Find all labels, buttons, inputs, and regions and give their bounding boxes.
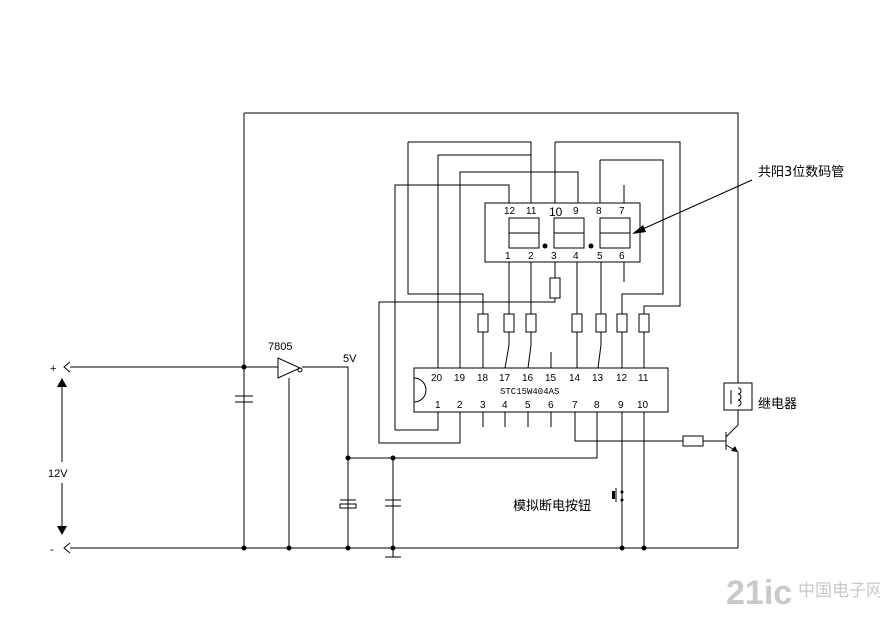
resistor — [595, 313, 607, 333]
resistor — [616, 313, 628, 333]
positive-terminal — [63, 361, 71, 373]
capacitor-output-electrolytic — [339, 499, 357, 509]
mcu-pins-bottom: 1 2 3 4 5 6 7 8 9 10 — [435, 400, 649, 411]
display-pin-4: 4 — [573, 251, 579, 262]
relay — [723, 382, 753, 411]
display-pins-top: 12 11 10 9 8 7 — [504, 205, 625, 219]
relay-label: 继电器 — [758, 397, 797, 412]
plus-label: + — [50, 363, 56, 375]
display-pin-2: 2 — [528, 251, 534, 262]
mcu-pin-16: 16 — [522, 373, 534, 384]
display-pin-12: 12 — [504, 206, 516, 217]
mcu-pin-13: 13 — [592, 373, 604, 384]
watermark-logo: 21ic — [726, 574, 792, 612]
mcu-pin-1: 1 — [435, 400, 441, 411]
resistor-base — [682, 435, 704, 447]
mcu-pins-top: 20 19 18 17 16 15 14 13 12 11 — [431, 373, 649, 384]
button-label: 模拟断电按钮 — [513, 499, 591, 514]
push-button — [612, 488, 624, 502]
mcu-pin-18: 18 — [477, 373, 489, 384]
mcu-pin-15: 15 — [545, 373, 557, 384]
voltage-out-label: 5V — [343, 353, 357, 365]
mcu-pin-10: 10 — [637, 400, 649, 411]
resistors — [477, 277, 704, 447]
mcu-pin-14: 14 — [569, 373, 581, 384]
mcu-pin-11: 11 — [638, 373, 649, 384]
display-label: 共阳3位数码管 — [758, 165, 844, 180]
negative-terminal — [63, 542, 71, 554]
resistor — [477, 313, 489, 333]
voltage-in-label: 12V — [48, 468, 68, 480]
mcu-pin-8: 8 — [594, 400, 600, 411]
mcu-pin-19: 19 — [454, 373, 466, 384]
mcu-pin-7: 7 — [572, 400, 578, 411]
mcu-pin-3: 3 — [480, 400, 486, 411]
watermark: 21ic 中国电子网 — [726, 574, 880, 612]
resistor — [571, 313, 583, 333]
voltage-arrow — [57, 378, 67, 535]
mcu-chip — [413, 367, 669, 413]
mcu-pin-12: 12 — [616, 373, 628, 384]
transistor — [725, 424, 739, 453]
display-pin-7: 7 — [619, 206, 625, 217]
regulator-7805 — [277, 357, 303, 379]
display-pins-bottom: 1 2 3 4 5 6 — [505, 251, 625, 262]
watermark-text: 中国电子网 — [798, 581, 880, 600]
wiring — [61, 112, 739, 549]
resistor — [503, 313, 515, 333]
display-pin-3: 3 — [551, 251, 557, 262]
display-pin-11: 11 — [526, 206, 537, 217]
mcu-label: STC15W404AS — [500, 387, 559, 397]
mcu-pin-5: 5 — [525, 400, 531, 411]
resistor-common — [549, 277, 561, 299]
display-pin-10: 10 — [549, 205, 563, 219]
display-pin-8: 8 — [596, 206, 602, 217]
mcu-pin-6: 6 — [548, 400, 554, 411]
regulator-label: 7805 — [268, 341, 292, 353]
mcu-pin-4: 4 — [502, 400, 508, 411]
display-pin-5: 5 — [597, 251, 603, 262]
capacitor-input — [235, 395, 253, 403]
display-pin-6: 6 — [619, 251, 625, 262]
resistor — [525, 313, 537, 333]
mcu-pin-9: 9 — [618, 400, 624, 411]
resistor — [638, 313, 650, 333]
capacitor-output — [385, 499, 401, 558]
display-pin-9: 9 — [573, 206, 579, 217]
minus-label: - — [50, 544, 54, 556]
mcu-pin-20: 20 — [431, 373, 443, 384]
display-pin-1: 1 — [505, 251, 511, 262]
mcu-pin-17: 17 — [499, 373, 511, 384]
seven-segment-display — [484, 202, 641, 263]
mcu-pin-2: 2 — [457, 400, 463, 411]
display-callout — [632, 179, 753, 234]
